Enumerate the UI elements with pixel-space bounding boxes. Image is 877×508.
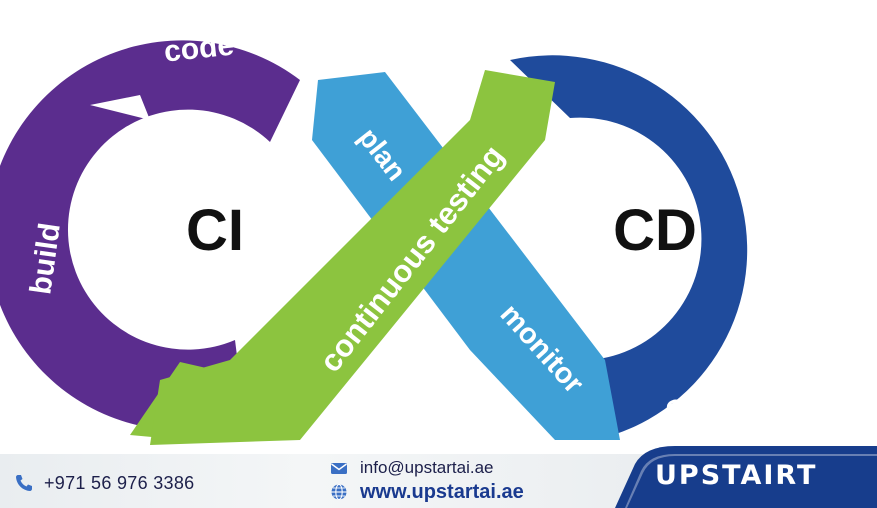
stage-label-release: release xyxy=(593,22,700,69)
ci-label: CI xyxy=(186,198,244,263)
website-url: www.upstartai.ae xyxy=(360,480,524,503)
cd-label: CD xyxy=(613,198,697,263)
globe-icon xyxy=(331,483,347,501)
email-address: info@upstartai.ae xyxy=(360,458,494,477)
lightblue-band xyxy=(312,72,620,440)
website-row[interactable]: www.upstartai.ae xyxy=(330,480,524,504)
segment-notch-deploy xyxy=(785,300,830,330)
brand-badge xyxy=(615,446,877,508)
purple-arc xyxy=(0,40,300,431)
contact-footer: +971 56 976 3386 info@upstartai.ae www. xyxy=(0,446,877,508)
stage-label-code: code xyxy=(162,28,235,68)
segment-notch-code xyxy=(90,95,150,120)
green-band xyxy=(150,70,555,445)
phone-contact[interactable]: +971 56 976 3386 xyxy=(14,470,194,496)
segment-notch-release xyxy=(728,85,770,120)
email-icon xyxy=(331,463,347,474)
blue-arc xyxy=(510,55,748,441)
stage-label-deploy: deploy xyxy=(793,126,842,227)
phone-number: +971 56 976 3386 xyxy=(44,472,195,493)
email-web-contact: info@upstartai.ae www.upstartai.ae xyxy=(330,456,524,504)
brand-logo-text: UPSTAIRT xyxy=(655,460,818,491)
email-row[interactable]: info@upstartai.ae xyxy=(330,456,524,480)
phone-icon xyxy=(16,475,32,491)
